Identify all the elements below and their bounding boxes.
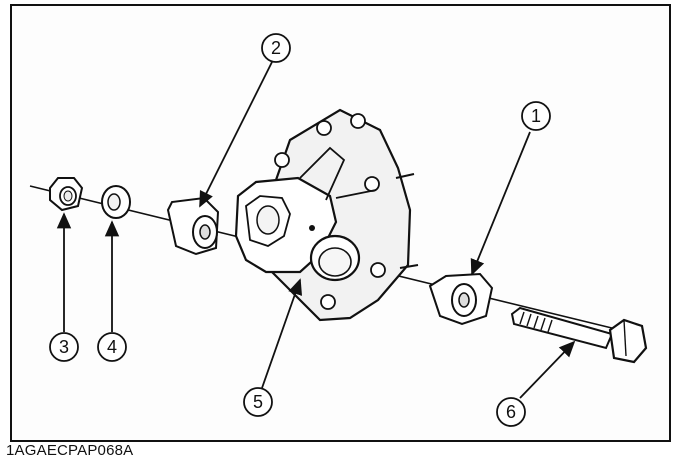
- bushing-left-part: [166, 196, 220, 256]
- callout-3: 3: [49, 332, 79, 362]
- callout-4: 4: [97, 332, 127, 362]
- svg-text:3: 3: [59, 337, 69, 357]
- nut-part: [49, 177, 84, 212]
- leader-2: [199, 61, 273, 208]
- leader-6: [519, 340, 576, 399]
- bolt-part: [510, 306, 648, 364]
- callout-5: 5: [243, 387, 273, 417]
- svg-text:6: 6: [506, 402, 516, 422]
- svg-text:2: 2: [271, 38, 281, 58]
- svg-text:5: 5: [253, 392, 263, 412]
- svg-text:1: 1: [531, 106, 541, 126]
- bushing-right-part: [428, 272, 494, 326]
- callout-6: 6: [496, 397, 526, 427]
- callout-2: 2: [261, 33, 291, 63]
- figure-code: 1AGAECPAP068A: [6, 442, 134, 459]
- leader-1: [470, 131, 531, 276]
- callout-1: 1: [521, 101, 551, 131]
- leader-5: [261, 278, 303, 389]
- washer-part: [101, 185, 131, 219]
- hub-part: [234, 108, 419, 322]
- svg-text:4: 4: [107, 337, 117, 357]
